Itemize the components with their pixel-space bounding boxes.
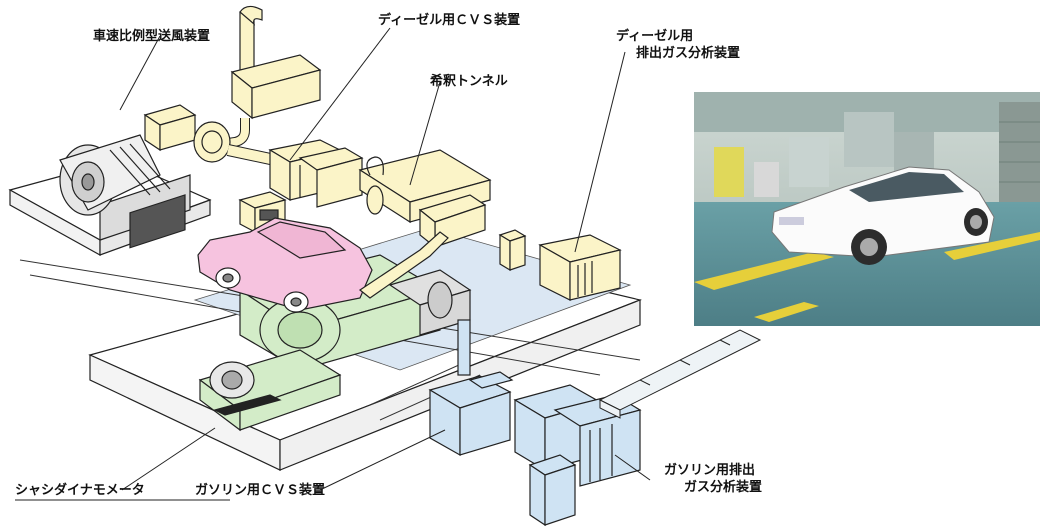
label-blower: 車速比例型送風装置	[93, 29, 211, 44]
label-diesel-analyzer-2: 排出ガス分析装置	[636, 46, 741, 61]
gasoline-analyzer-racks	[513, 384, 642, 527]
label-gasoline-cvs: ガソリン用ＣＶＳ装置	[195, 483, 326, 498]
blower-unit	[8, 134, 212, 257]
test-vehicle	[197, 217, 373, 313]
exhaust-hoses	[358, 231, 449, 299]
diesel-cvs-unit	[143, 5, 364, 208]
leader-lines	[15, 27, 651, 501]
label-diesel-cvs: ディーゼル用ＣＶＳ装置	[378, 13, 521, 28]
label-diesel-analyzer-1: ディーゼル用	[616, 29, 694, 44]
exhaust-duct	[598, 329, 762, 419]
test-cell-photo	[694, 92, 1040, 326]
dilution-tunnel	[358, 149, 492, 249]
label-dilution-tunnel: 希釈トンネル	[430, 74, 508, 89]
label-gasoline-analyzer-1: ガソリン用排出	[664, 463, 756, 478]
label-chassis-dyno: シャシダイナモメータ	[15, 483, 145, 498]
diesel-analyzer-rack	[498, 229, 622, 301]
label-gasoline-analyzer-2: ガス分析装置	[684, 480, 763, 495]
gasoline-cvs-unit	[428, 319, 514, 457]
test-cell-photo-image	[694, 92, 1040, 326]
